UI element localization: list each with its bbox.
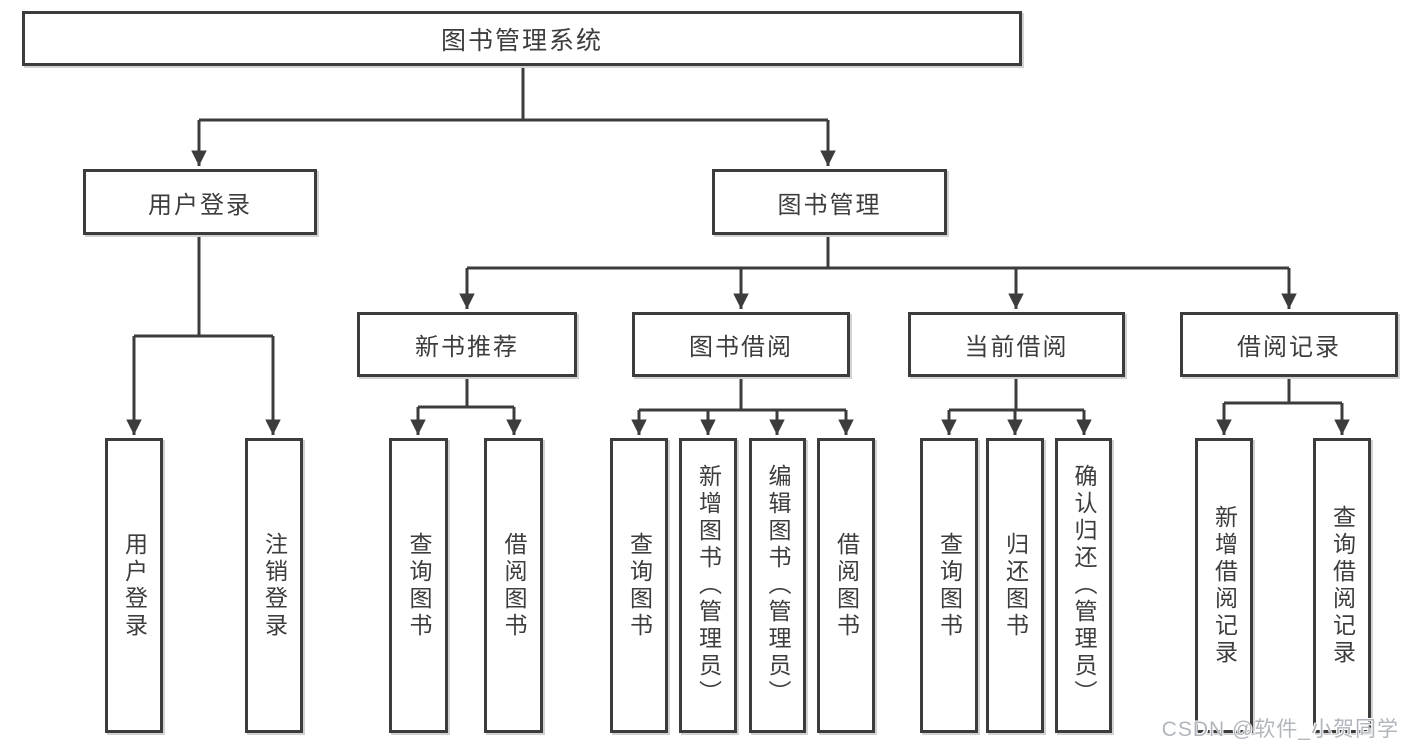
node-book-borrowing: 图书借阅 [632, 312, 850, 377]
leaf-query-books-borrowing-label: 查询图书 [626, 531, 653, 640]
leaf-user-login-label: 用户登录 [121, 531, 148, 640]
leaf-return-books: 归还图书 [986, 438, 1044, 733]
node-new-book-recommend: 新书推荐 [357, 312, 577, 377]
leaf-add-borrow-record: 新增借阅记录 [1195, 438, 1253, 733]
node-user-login-label: 用户登录 [148, 191, 252, 219]
leaf-borrow-books-recommend: 借阅图书 [484, 438, 543, 733]
watermark: CSDN @软件_小贺同学 [1161, 718, 1399, 741]
leaf-return-books-label: 归还图书 [1002, 531, 1029, 640]
node-current-borrowing: 当前借阅 [908, 312, 1125, 377]
leaf-logout-label: 注销登录 [261, 531, 288, 640]
node-user-login: 用户登录 [83, 169, 317, 235]
node-new-book-recommend-label: 新书推荐 [415, 334, 519, 361]
leaf-borrow-books-recommend-label: 借阅图书 [501, 531, 527, 640]
leaf-query-borrow-record-label: 查询借阅记录 [1329, 504, 1356, 667]
leaf-edit-book-admin: 编辑图书（管理员） [749, 438, 806, 733]
node-root: 图书管理系统 [22, 11, 1022, 66]
node-root-label: 图书管理系统 [440, 26, 603, 55]
node-current-borrowing-label: 当前借阅 [964, 334, 1069, 361]
leaf-query-borrow-record: 查询借阅记录 [1313, 438, 1371, 733]
leaf-logout: 注销登录 [245, 438, 303, 733]
leaf-query-books-current: 查询图书 [920, 438, 978, 733]
leaf-query-books-recommend: 查询图书 [389, 438, 448, 733]
leaf-add-book-admin-label: 新增图书（管理员） [695, 464, 722, 707]
node-book-borrowing-label: 图书借阅 [689, 334, 793, 361]
leaf-confirm-return-admin: 确认归还（管理员） [1055, 438, 1112, 733]
leaf-confirm-return-admin-label: 确认归还（管理员） [1071, 464, 1097, 707]
leaf-borrow-books-borrowing: 借阅图书 [817, 438, 875, 733]
leaf-add-book-admin: 新增图书（管理员） [679, 438, 737, 733]
leaf-query-books-borrowing: 查询图书 [610, 438, 668, 733]
leaf-edit-book-admin-label: 编辑图书（管理员） [765, 464, 791, 707]
node-book-management-label: 图书管理 [777, 191, 882, 219]
leaf-add-borrow-record-label: 新增借阅记录 [1211, 504, 1238, 667]
leaf-query-books-current-label: 查询图书 [936, 531, 963, 640]
node-book-management: 图书管理 [712, 169, 947, 235]
leaf-query-books-recommend-label: 查询图书 [406, 531, 432, 640]
node-borrowing-records: 借阅记录 [1180, 312, 1398, 377]
leaf-borrow-books-borrowing-label: 借阅图书 [833, 531, 860, 640]
leaf-user-login: 用户登录 [105, 438, 163, 733]
node-borrowing-records-label: 借阅记录 [1237, 334, 1341, 361]
